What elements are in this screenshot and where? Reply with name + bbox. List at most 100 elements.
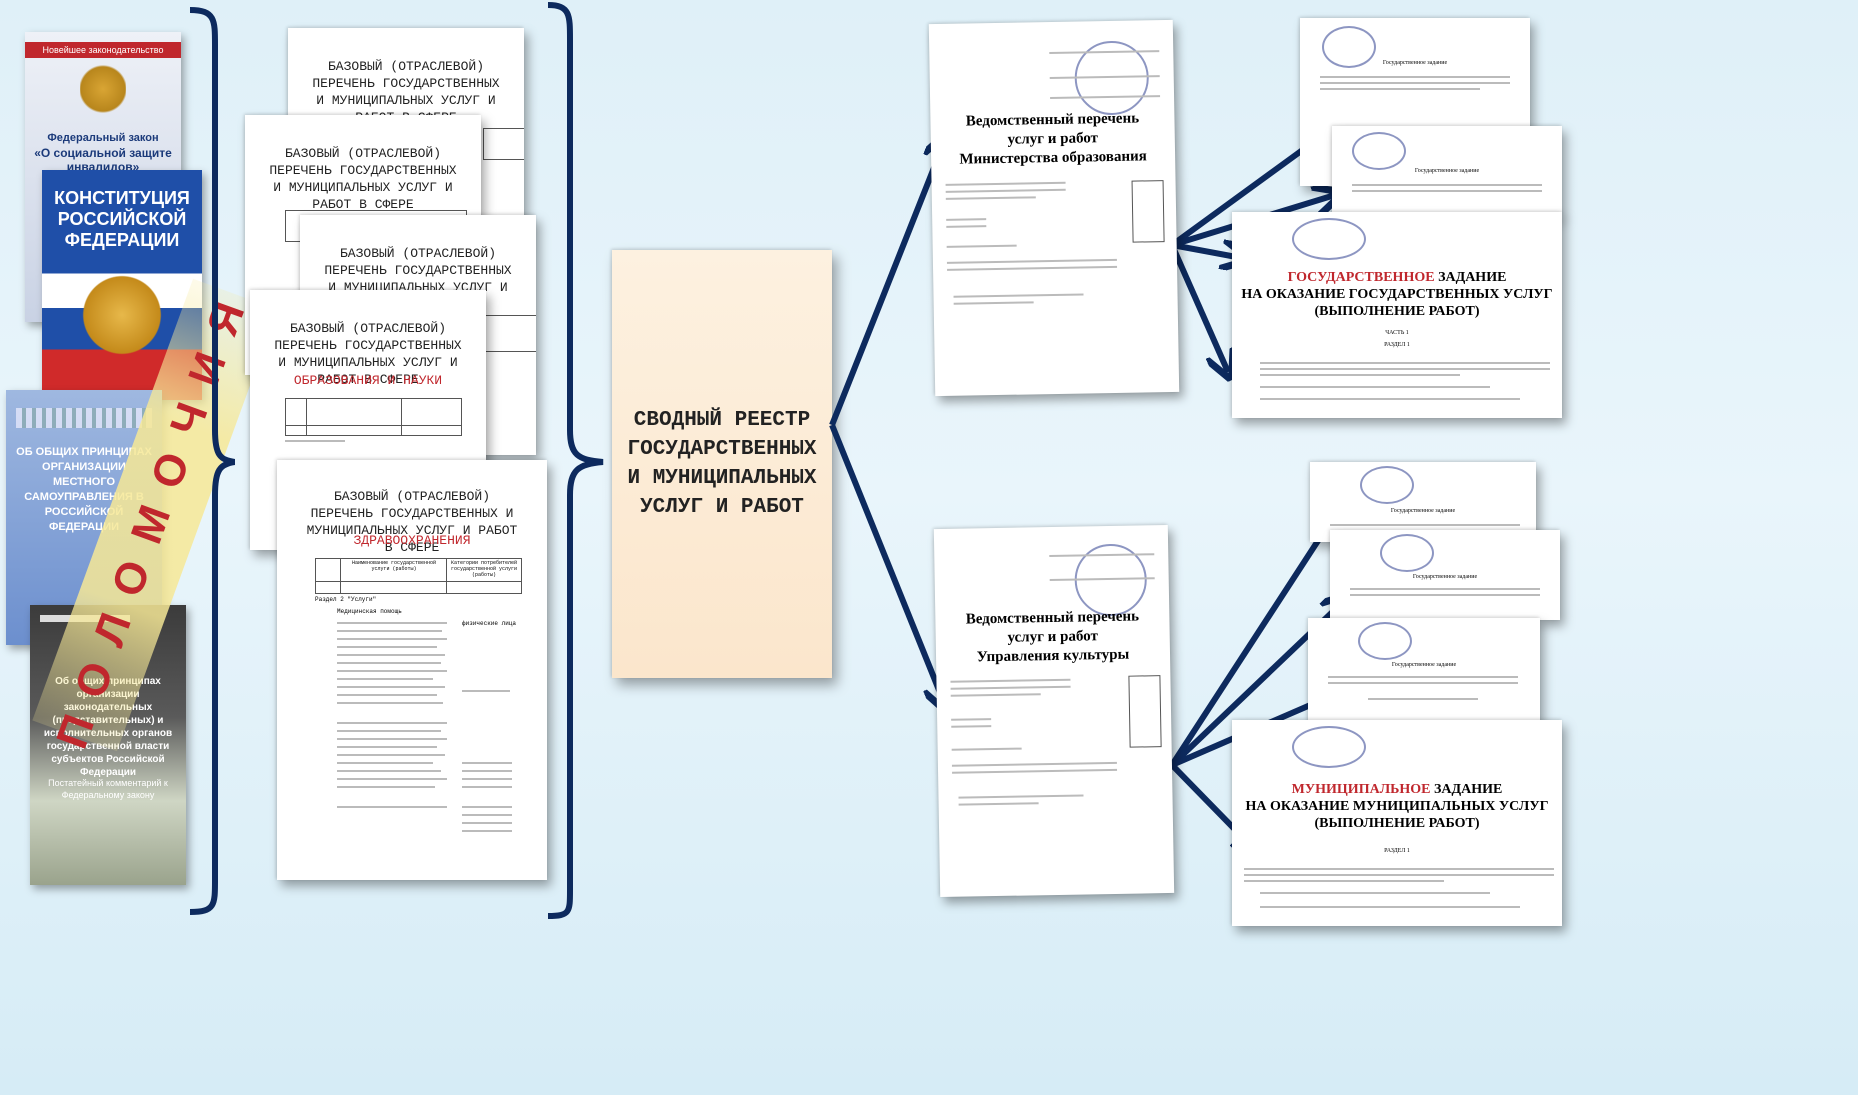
- text-line: [945, 181, 1066, 186]
- text-line: [945, 196, 1036, 200]
- health-services-table: Наименование государственной услуги (раб…: [315, 558, 522, 594]
- task-word: ЗАДАНИЕ: [1430, 782, 1503, 797]
- culture-title-line3: Управления культуры: [976, 646, 1130, 666]
- arrow-registry-to-culture: [829, 423, 945, 705]
- text-line: [337, 806, 447, 808]
- dept-list-culture: Ведомственный перечень услуг и работ Упр…: [933, 524, 1175, 898]
- culture-title-line1: Ведомственный перечень: [965, 608, 1140, 628]
- text-line: [1320, 82, 1510, 84]
- table-fragment: [483, 128, 524, 160]
- text-line: [337, 786, 435, 788]
- text-line: [462, 690, 510, 692]
- text-line: [337, 694, 437, 696]
- text-line: [1368, 698, 1478, 700]
- brace-left-group: [190, 7, 235, 915]
- text-line: [337, 778, 447, 780]
- dept-list-ministry: Ведомственный перечень услуг и работ Мин…: [928, 19, 1180, 397]
- small-task-title: Государственное задание: [1414, 168, 1480, 174]
- book4-subtitle: Постатейный комментарий к Федеральному з…: [48, 778, 168, 800]
- base-list-page-health: БАЗОВЫЙ (ОТРАСЛЕВОЙ) ПЕРЕЧЕНЬ ГОСУДАРСТВ…: [277, 460, 547, 880]
- text-line: [1320, 76, 1510, 78]
- municipal-task-small-1: Государственное задание: [1310, 462, 1536, 542]
- text-line: [462, 770, 512, 772]
- text-line: [337, 770, 441, 772]
- task-section: РАЗДЕЛ 1: [1384, 342, 1410, 348]
- stamp-icon: [1360, 466, 1414, 504]
- consolidated-registry: СВОДНЫЙ РЕЕСТР ГОСУДАРСТВЕННЫХ И МУНИЦИП…: [612, 250, 832, 678]
- text-line: [951, 718, 992, 721]
- stamp-icon: [1292, 218, 1366, 260]
- arrow-culture-to-task1: [1169, 510, 1338, 767]
- text-line: [337, 646, 437, 648]
- codes-table: [1128, 675, 1162, 748]
- text-line: [946, 218, 987, 221]
- state-task-heading: ГОСУДАРСТВЕННОЕ ЗАДАНИЕ: [1232, 270, 1562, 286]
- arrow-ministry-to-task3: [1171, 245, 1242, 258]
- text-line: [1350, 594, 1540, 596]
- section-label: Раздел 2 "Услуги": [315, 596, 377, 603]
- text-line: [1244, 868, 1554, 870]
- text-line: [1244, 880, 1444, 882]
- text-line: [337, 754, 445, 756]
- base-list-title: БАЗОВЫЙ (ОТРАСЛЕВОЙ) ПЕРЕЧЕНЬ ГОСУДАРСТВ…: [269, 146, 457, 212]
- arrow-registry-to-ministry: [829, 140, 945, 427]
- columns-decoration: [16, 408, 152, 428]
- table-col1-header: Наименование государственной услуги (раб…: [351, 560, 436, 572]
- text-line: [958, 794, 1084, 799]
- text-line: [337, 738, 447, 740]
- base-list-title: БАЗОВЫЙ (ОТРАСЛЕВОЙ) ПЕРЕЧЕНЬ ГОСУДАРСТВ…: [306, 489, 518, 555]
- book-constitution: КОНСТИТУЦИЯ РОССИЙСКОЙ ФЕДЕРАЦИИ: [42, 170, 202, 400]
- text-line: [950, 693, 1041, 697]
- text-line: [951, 725, 992, 728]
- text-line: [285, 440, 345, 442]
- text-line: [1260, 386, 1490, 388]
- text-line: [337, 654, 445, 656]
- text-line: [1244, 874, 1554, 876]
- text-line: [462, 822, 512, 824]
- text-line: [951, 747, 1022, 751]
- text-line: [337, 622, 447, 624]
- text-line: [951, 761, 1117, 767]
- text-line: [946, 258, 1117, 264]
- book1-header: Новейшее законодательство: [25, 42, 181, 58]
- text-line: [337, 702, 443, 704]
- text-line: [1260, 892, 1490, 894]
- text-line: [337, 670, 447, 672]
- ministry-title-line2: услуг и работ: [1007, 130, 1099, 148]
- municipal-task-main: МУНИЦИПАЛЬНОЕ ЗАДАНИЕ НА ОКАЗАНИЕ МУНИЦИ…: [1232, 720, 1562, 926]
- text-line: [337, 762, 433, 764]
- text-line: [462, 762, 512, 764]
- state-task-line2: НА ОКАЗАНИЕ ГОСУДАРСТВЕННЫХ УСЛУГ: [1241, 287, 1553, 302]
- text-line: [337, 678, 433, 680]
- text-line: [462, 830, 512, 832]
- text-line: [1260, 368, 1550, 370]
- text-line: [1260, 398, 1520, 400]
- item-medical-care: Медицинская помощь: [337, 608, 402, 615]
- task-word: ЗАДАНИЕ: [1434, 270, 1507, 285]
- state-word: ГОСУДАРСТВЕННОЕ: [1287, 270, 1435, 285]
- stamp-icon: [1292, 726, 1366, 768]
- text-line: [462, 786, 512, 788]
- text-line: [1260, 374, 1460, 376]
- text-line: [950, 685, 1071, 690]
- ministry-title-line1: Ведомственный перечень: [965, 110, 1140, 130]
- text-line: [1350, 588, 1540, 590]
- text-line: [1320, 88, 1480, 90]
- municipal-task-line3: (ВЫПОЛНЕНИЕ РАБОТ): [1314, 816, 1480, 831]
- text-line: [337, 686, 445, 688]
- municipal-task-small-3: Государственное задание: [1308, 618, 1540, 722]
- eagle-icon: [77, 270, 167, 360]
- text-line: [1328, 676, 1518, 678]
- sector-education: ОБРАЗОВАНИЯ И НАУКИ: [293, 373, 443, 388]
- text-line: [337, 662, 441, 664]
- text-line: [1260, 906, 1520, 908]
- small-task-title: Государственное задание: [1412, 574, 1478, 580]
- text-line: [953, 293, 1084, 298]
- codes-table: [1131, 180, 1165, 243]
- text-line: [462, 814, 512, 816]
- stamp-icon: [1380, 534, 1434, 572]
- text-line: [1352, 190, 1542, 192]
- text-line: [337, 730, 441, 732]
- services-table: [285, 398, 462, 436]
